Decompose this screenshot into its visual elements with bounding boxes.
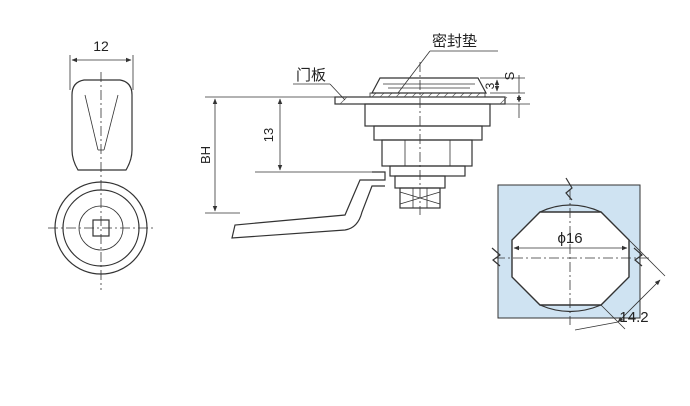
dimension-3-label: 3 bbox=[483, 82, 497, 89]
panel-cutout-view: ϕ16 14.2 bbox=[491, 177, 666, 331]
height-13-label: 13 bbox=[261, 128, 276, 142]
middle-side-elevation: BH 13 bbox=[198, 32, 530, 239]
door-panel-label: 门板 bbox=[296, 66, 326, 84]
across-flats-label: 14.2 bbox=[619, 309, 648, 326]
width-dimension-label: 12 bbox=[93, 38, 109, 54]
double-d-cutout bbox=[511, 211, 630, 306]
bh-dimension-label: BH bbox=[198, 146, 213, 164]
dimension-s-label: S bbox=[502, 71, 517, 80]
left-side-view: 12 bbox=[48, 38, 156, 290]
seal-gasket-label: 密封垫 bbox=[432, 32, 477, 50]
diameter-label: ϕ16 bbox=[557, 230, 582, 247]
